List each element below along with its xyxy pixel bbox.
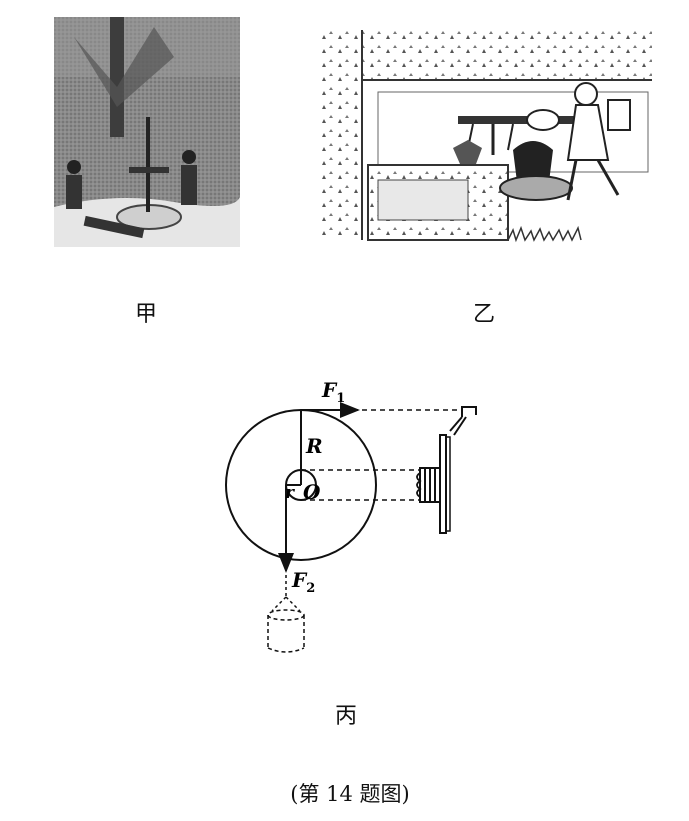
bucket-bottom: [267, 647, 305, 653]
caption-bing: 丙: [334, 704, 357, 729]
crank-arm-2: [453, 416, 467, 436]
label-R: R: [305, 434, 323, 458]
rope-coil: [416, 472, 422, 498]
illustration-yi: [318, 30, 652, 246]
figure-caption: (第 14 题图): [290, 782, 410, 806]
diagram-bing: F1 R r O F2: [210, 365, 500, 665]
label-F1: F1: [321, 378, 345, 406]
caption-jia: 甲: [134, 302, 157, 327]
photo-jia: [54, 17, 240, 247]
crank-arm: [449, 416, 463, 432]
wheel-axle-diagram: F1 R r O F2: [225, 378, 477, 653]
label-O: O: [303, 480, 321, 504]
support-post-inner: [445, 436, 451, 532]
crank-handle: [461, 406, 477, 417]
illustration-yi-drawing: [318, 30, 652, 246]
label-F2: F2: [291, 568, 315, 596]
label-r: r: [285, 483, 295, 503]
caption-yi: 乙: [472, 302, 495, 327]
bucket-top: [267, 609, 305, 621]
photo-jia-illustration: [54, 17, 240, 247]
